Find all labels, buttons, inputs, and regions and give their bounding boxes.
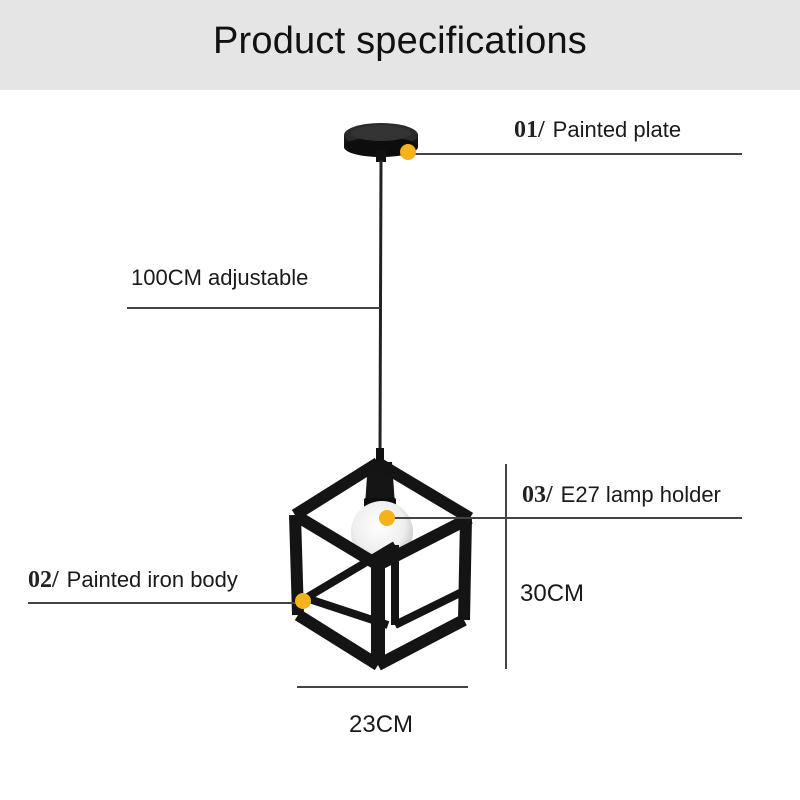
plate-marker-dot (400, 144, 416, 160)
body-callout-number: 02/ (28, 567, 59, 593)
holder-callout-number: 03/ (522, 482, 553, 508)
width-dimension-label: 23CM (349, 711, 414, 738)
ceiling-plate (344, 123, 418, 162)
plate-callout-number: 01/ (514, 117, 545, 143)
cable-leader-line (127, 307, 380, 309)
width-dimension-line (297, 686, 468, 688)
holder-callout: 03/E27 lamp holder (522, 482, 721, 509)
body-callout-label: Painted iron body (66, 567, 238, 592)
body-callout: 02/Painted iron body (28, 567, 238, 594)
page-title: Product specifications (212, 20, 588, 62)
holder-marker-dot (379, 510, 395, 526)
cable-length-label: 100CM adjustable (131, 265, 309, 290)
suspension-cable (378, 159, 383, 456)
height-dimension-label: 30CM (520, 580, 585, 607)
body-marker-dot (295, 593, 311, 609)
holder-callout-label: E27 lamp holder (560, 482, 721, 507)
plate-callout-label: Painted plate (552, 117, 682, 142)
lamp-holder-socket (364, 448, 396, 508)
holder-leader-line (386, 517, 742, 519)
body-leader-line (28, 602, 306, 604)
height-dimension-line (505, 464, 507, 669)
plate-callout: 01/Painted plate (514, 117, 681, 144)
plate-leader-line (408, 153, 742, 155)
header-banner: Product specifications (0, 0, 800, 90)
